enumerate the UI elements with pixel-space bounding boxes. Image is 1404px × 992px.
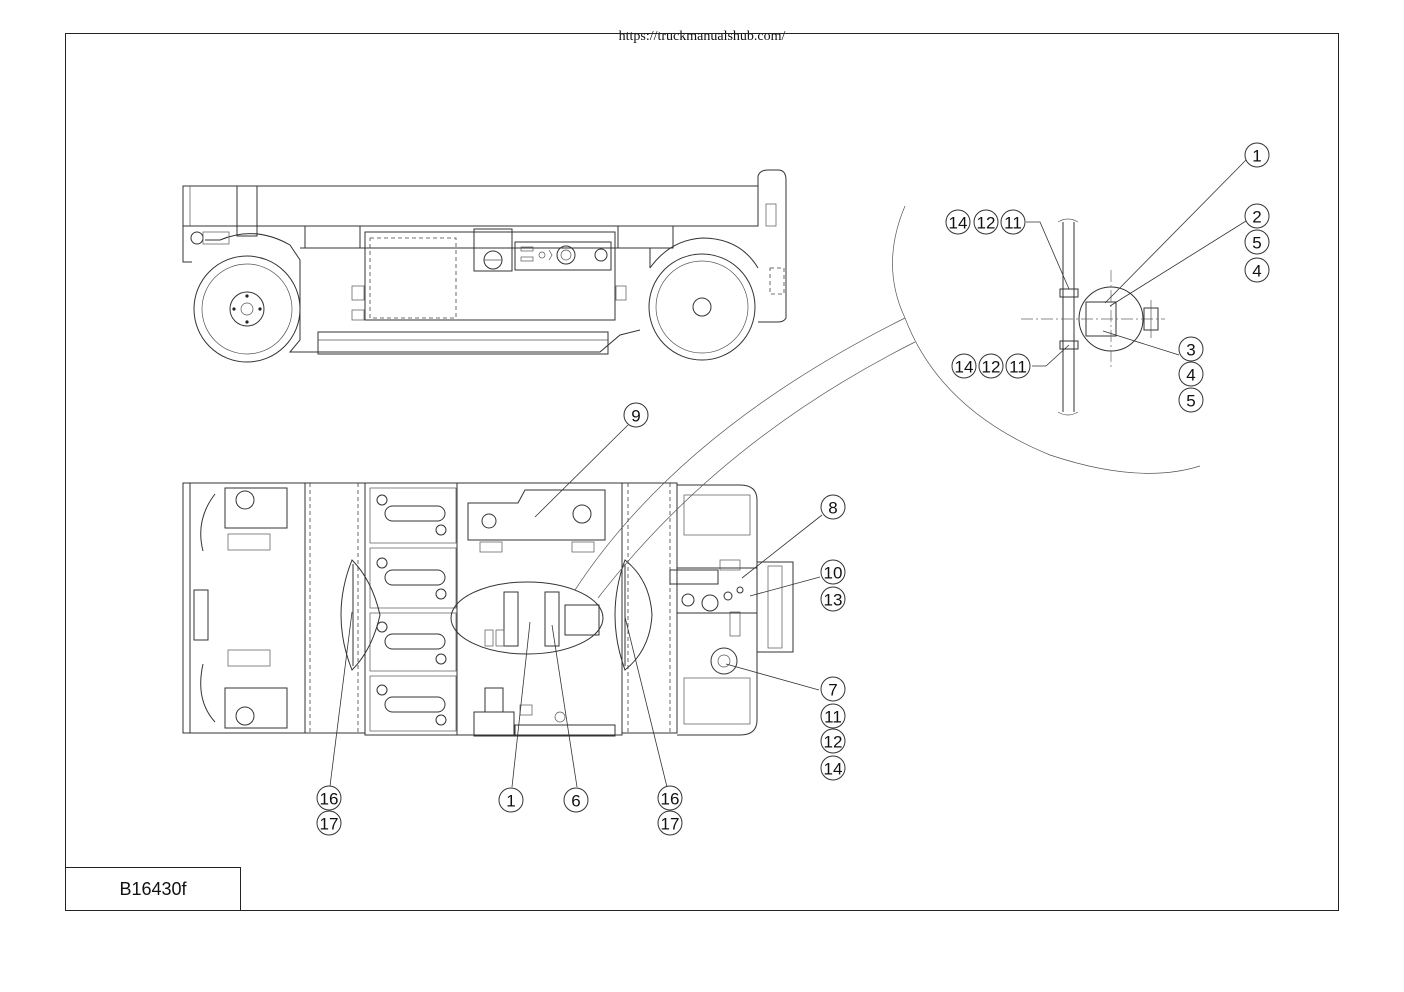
detail-view-callout-dv-12b: 12	[978, 353, 1004, 379]
callout-circle	[1000, 209, 1026, 235]
callout-circle	[1178, 361, 1204, 387]
callout-circle	[978, 353, 1004, 379]
top-view-callout-tv-13: 13	[820, 586, 846, 612]
callout-circle	[820, 755, 846, 781]
top-view-callout-tv-17a: 17	[316, 810, 342, 836]
callout-number: 17	[320, 815, 339, 834]
callout-number: 2	[1252, 208, 1261, 227]
top-view-callout-tv-14: 14	[820, 755, 846, 781]
callout-number: 16	[320, 790, 339, 809]
top-view-callout-tv-11: 11	[820, 703, 846, 729]
callout-number: 1	[1252, 147, 1261, 166]
callout-circle	[316, 785, 342, 811]
callout-circle	[316, 810, 342, 836]
callout-circle	[1005, 353, 1031, 379]
drawing-frame	[65, 33, 1339, 911]
detail-view-callout-dv-5b: 5	[1178, 387, 1204, 413]
callout-number: 4	[1252, 262, 1261, 281]
callout-number: 11	[1004, 214, 1022, 233]
callout-number: 6	[571, 792, 580, 811]
callout-circle	[1244, 257, 1270, 283]
detail-view-callout-dv-14b: 14	[951, 353, 977, 379]
callout-circle	[657, 785, 683, 811]
detail-view-callout-dv-12a: 12	[973, 209, 999, 235]
top-view-callout-tv-7: 7	[820, 676, 846, 702]
callout-number: 14	[824, 760, 843, 779]
callout-circle	[820, 559, 846, 585]
callout-number: 7	[828, 681, 837, 700]
detail-view-callout-dv-4b: 4	[1178, 361, 1204, 387]
drawing-code: B16430f	[65, 867, 241, 911]
callout-number: 9	[631, 407, 640, 426]
callout-number: 4	[1186, 366, 1195, 385]
top-view-callout-tv-9: 9	[623, 402, 649, 428]
side-view	[182, 169, 787, 363]
callout-number: 11	[824, 708, 842, 727]
callout-circle	[820, 728, 846, 754]
detail-view-callout-dv-1: 1	[1244, 142, 1270, 168]
callout-circle	[820, 586, 846, 612]
callout-number: 11	[1009, 358, 1027, 377]
callout-number: 5	[1252, 234, 1261, 253]
callout-circle	[1178, 387, 1204, 413]
callout-number: 10	[824, 564, 843, 583]
callout-number: 12	[977, 214, 996, 233]
callout-number: 14	[949, 214, 968, 233]
callout-number: 16	[661, 790, 680, 809]
detail-view-callout-dv-2: 2	[1244, 203, 1270, 229]
detail-view	[574, 205, 1201, 599]
callout-circle	[1178, 336, 1204, 362]
callout-number: 17	[661, 815, 680, 834]
top-view-callout-tv-16b: 16	[657, 785, 683, 811]
callout-circle	[820, 494, 846, 520]
callout-number: 12	[824, 733, 843, 752]
detail-view-callout-dv-5a: 5	[1244, 229, 1270, 255]
top-view-callout-tv-12: 12	[820, 728, 846, 754]
source-url: https://truckmanualshub.com/	[618, 29, 786, 44]
top-view	[182, 482, 794, 737]
callout-number: 13	[824, 591, 843, 610]
callout-circle	[820, 676, 846, 702]
top-view-callout-tv-8: 8	[820, 494, 846, 520]
callout-circle	[623, 402, 649, 428]
detail-view-callout-dv-4a: 4	[1244, 257, 1270, 283]
callout-circle	[820, 703, 846, 729]
detail-view-callout-dv-11b: 11	[1005, 353, 1031, 379]
callout-circle	[563, 787, 589, 813]
callout-circle	[1244, 229, 1270, 255]
top-view-callout-tv-1: 1	[498, 787, 524, 813]
callout-circle	[945, 209, 971, 235]
callout-circle	[498, 787, 524, 813]
callout-number: 8	[828, 499, 837, 518]
detail-view-callout-dv-3: 3	[1178, 336, 1204, 362]
callout-number: 5	[1186, 392, 1195, 411]
callout-number: 3	[1186, 341, 1195, 360]
callout-circle	[657, 810, 683, 836]
top-view-callout-tv-17b: 17	[657, 810, 683, 836]
top-view-callout-tv-10: 10	[820, 559, 846, 585]
top-view-callout-tv-6: 6	[563, 787, 589, 813]
callout-number: 12	[982, 358, 1001, 377]
callout-number: 1	[506, 792, 515, 811]
top-view-callout-tv-16a: 16	[316, 785, 342, 811]
callout-circle	[973, 209, 999, 235]
callout-circle	[1244, 203, 1270, 229]
detail-view-callout-dv-11a: 11	[1000, 209, 1026, 235]
leader-lines	[329, 158, 1248, 788]
callout-number: 14	[955, 358, 974, 377]
callout-circle	[1244, 142, 1270, 168]
detail-view-callout-dv-14a: 14	[945, 209, 971, 235]
callout-circle	[951, 353, 977, 379]
